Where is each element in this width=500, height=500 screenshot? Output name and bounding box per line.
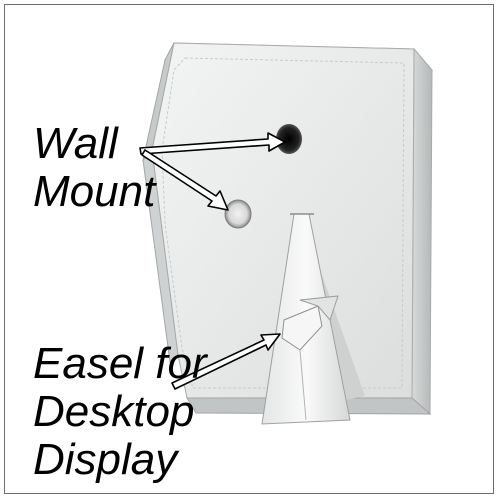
wall-mount-label-line2: Mount: [33, 167, 156, 216]
easel-label-line3: Display: [33, 435, 178, 484]
easel-label-line2: Desktop: [33, 387, 195, 436]
easel-stand: [261, 213, 365, 425]
wall-mount-label-line1: Wall: [33, 119, 118, 168]
keyhole-icon: [276, 124, 302, 154]
arrow-icon: [139, 132, 286, 390]
easel-label-line1: Easel for: [33, 339, 207, 388]
keyhole-icon: [224, 199, 252, 229]
frame-body: [142, 42, 434, 416]
